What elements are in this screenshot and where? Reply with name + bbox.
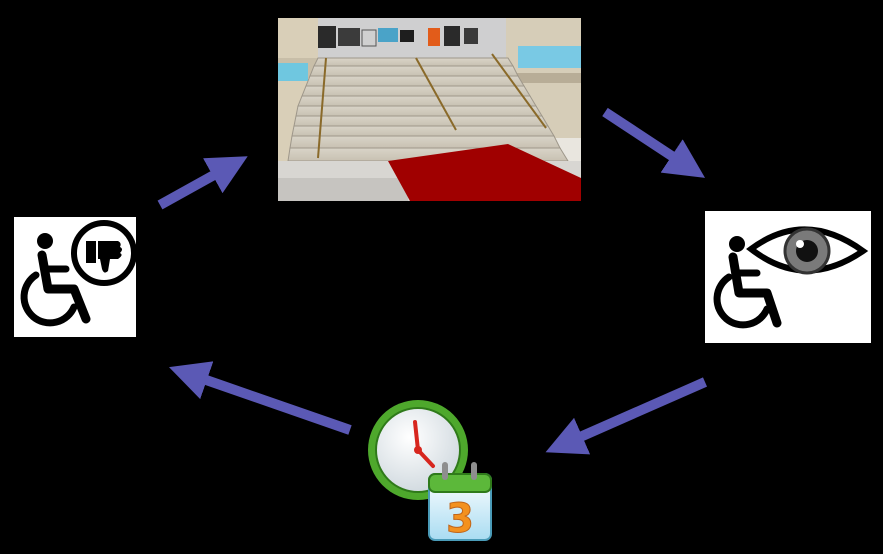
arrow-left-to-top — [157, 156, 248, 210]
arrow-bottom-to-left — [168, 361, 352, 435]
wheelchair-thumbs-down-icon — [14, 217, 137, 337]
virtual-staircase-image — [278, 18, 581, 201]
calendar-day-number: 3 — [446, 496, 474, 542]
arrow-top-to-right — [602, 107, 706, 178]
arrow-right-to-bottom — [545, 377, 708, 455]
wheelchair-eye-icon — [705, 211, 871, 343]
clock-calendar-icon: 3 — [363, 398, 498, 544]
